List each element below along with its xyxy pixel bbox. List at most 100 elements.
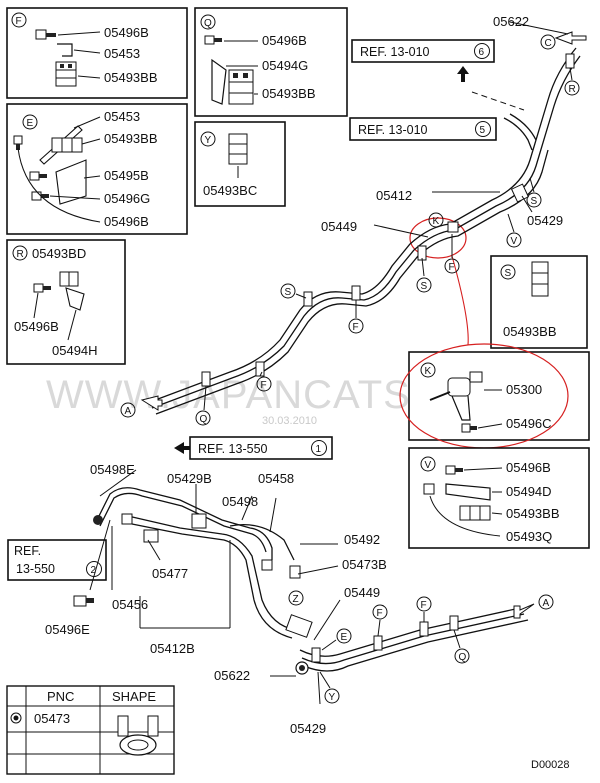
diagram-code: D00028 (531, 759, 570, 771)
marker-s-right[interactable]: S (526, 177, 542, 208)
marker-k[interactable]: K (428, 212, 444, 228)
upper-fuel-lines (140, 21, 587, 415)
callout-05498E: 05498E (90, 462, 135, 477)
ref-13-550-2[interactable]: REF. 13-550 2 (7, 539, 107, 581)
highlight-k-origin (409, 217, 467, 259)
svg-text:Z: Z (293, 594, 299, 605)
bracket-icon (445, 483, 491, 501)
marker-f-lower-2[interactable]: F (416, 596, 432, 622)
legend-s-letter: S (505, 268, 512, 279)
legend-y-letter: Y (205, 135, 212, 146)
svg-text:C: C (545, 38, 552, 49)
bracket-icon (39, 125, 83, 165)
legend-box-v[interactable]: V 05496B 05494D 05493BB 05493Q (408, 447, 590, 549)
legend-box-e[interactable]: E 05453 05493BB 05495B 05496G 05496B (6, 103, 188, 235)
legend-v-part-4: 05493Q (506, 529, 552, 544)
bolt-icon (33, 283, 51, 293)
ref-text: REF. 13-010 (358, 123, 428, 137)
bracket-icon (57, 43, 73, 57)
fuel-filter-icon (429, 371, 483, 421)
svg-text:S: S (421, 281, 428, 292)
clamp-icon (51, 137, 83, 153)
marker-s-mid[interactable]: S (416, 257, 432, 293)
ref-num: 5 (480, 125, 486, 136)
marker-f-low[interactable]: F (256, 371, 272, 392)
clamp-icon (228, 133, 248, 165)
legend-q-letter: Q (204, 18, 212, 29)
marker-y[interactable]: Y (319, 671, 340, 704)
marker-a-bot[interactable]: A (538, 594, 554, 610)
legend-s-part-1: 05493BB (503, 324, 557, 339)
lower-fuel-lines (73, 469, 535, 705)
marker-e[interactable]: E (321, 628, 352, 651)
legend-box-s[interactable]: S 05493BB (490, 255, 588, 349)
svg-text:F: F (449, 262, 455, 273)
legend-v-part-1: 05496B (506, 460, 551, 475)
legend-box-q[interactable]: Q 05496B 05494G 05493BB (194, 7, 348, 117)
callout-05622-top: 05622 (493, 14, 529, 29)
svg-text:E: E (341, 632, 348, 643)
marker-z[interactable]: Z (288, 590, 304, 606)
legend-v-letter: V (425, 460, 432, 471)
marker-c[interactable]: C (540, 34, 556, 50)
legend-e-part-3: 05495B (104, 168, 149, 183)
legend-f-part-3: 05493BB (104, 70, 158, 85)
legend-r-part-2: 05496B (14, 319, 59, 334)
table-header-pnc: PNC (47, 689, 74, 704)
clamp-icon (459, 505, 491, 521)
marker-f-lower-1[interactable]: F (372, 604, 388, 637)
legend-box-r[interactable]: R 05493BD 05496B 05494H (6, 239, 126, 365)
callout-05412B: 05412B (150, 641, 195, 656)
clamp-icon (531, 261, 549, 297)
marker-v[interactable]: V (506, 213, 522, 248)
ref-line1: REF. (14, 544, 41, 558)
table-header-shape: SHAPE (112, 689, 156, 704)
clip-shape-icon (117, 715, 159, 756)
marker-a-top[interactable]: A (120, 402, 136, 418)
svg-text:Q: Q (459, 652, 467, 663)
ref-13-010-5[interactable]: REF. 13-010 5 (349, 117, 497, 141)
legend-q-part-1: 05496B (262, 33, 307, 48)
ref-13-010-6[interactable]: REF. 13-010 6 (351, 39, 495, 63)
legend-box-y[interactable]: Y 05493BC (194, 121, 286, 207)
ref-text: REF. 13-550 (198, 442, 268, 456)
ref-13-550-1[interactable]: REF. 13-550 1 (189, 436, 333, 460)
watermark-date: 30.03.2010 (262, 415, 317, 427)
bracket-icon (65, 287, 85, 311)
bolt-icon (13, 135, 23, 150)
bracket-icon (55, 159, 87, 205)
marker-f-top[interactable]: F (444, 234, 460, 274)
ref-num: 2 (91, 565, 97, 576)
marker-f-mid[interactable]: F (348, 300, 364, 334)
clamp-icon (228, 69, 254, 105)
marker-q-bot[interactable]: Q (453, 629, 470, 664)
callout-05429B: 05429B (167, 471, 212, 486)
bolt-icon (461, 423, 477, 433)
legend-f-part-2: 05453 (104, 46, 140, 61)
legend-box-k[interactable]: K 05300 05496C (408, 351, 590, 441)
callout-05449-top: 05449 (321, 219, 357, 234)
callout-05449-bot: 05449 (344, 585, 380, 600)
legend-e-part-2: 05493BB (104, 131, 158, 146)
up-arrow-icon (457, 66, 469, 82)
legend-box-f[interactable]: F 05496B 05453 05493BB (6, 7, 188, 99)
marker-r[interactable]: R (564, 67, 580, 96)
legend-k-part-2: 05496C (506, 416, 552, 431)
marker-s-left[interactable]: S (280, 283, 307, 299)
legend-e-part-5: 05496B (104, 214, 149, 229)
marker-q-top[interactable]: Q (195, 385, 211, 426)
legend-q-part-2: 05494G (262, 58, 308, 73)
bolt-icon (204, 35, 222, 45)
svg-text:K: K (433, 216, 440, 227)
svg-text:F: F (421, 600, 427, 611)
svg-text:S: S (285, 287, 292, 298)
ref-num: 6 (479, 47, 485, 58)
bolt-icon (445, 465, 463, 475)
legend-f-letter: F (16, 16, 22, 27)
legend-e-letter: E (27, 118, 34, 129)
legend-k-letter: K (425, 366, 432, 377)
callout-05622-bot: 05622 (214, 668, 250, 683)
ref-line2: 13-550 (16, 562, 55, 576)
